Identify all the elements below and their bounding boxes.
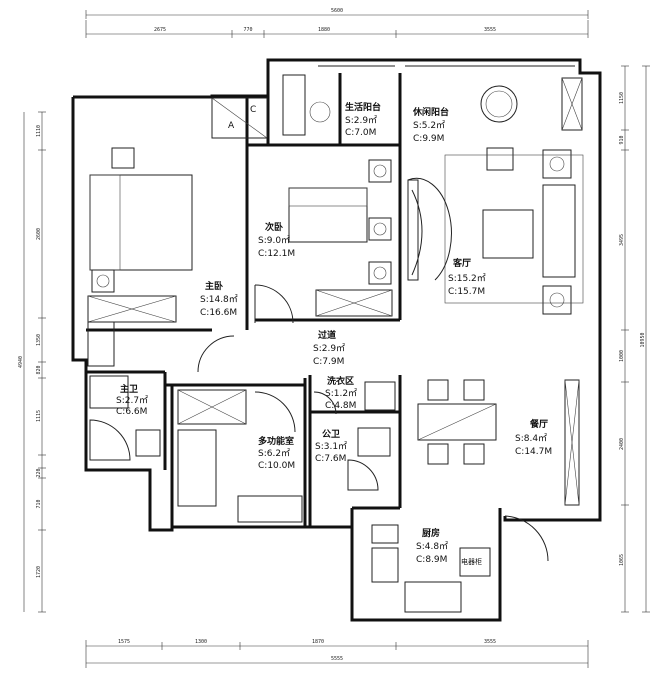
dining-name: 餐厅 bbox=[529, 418, 548, 430]
dim-right-3: 3495 bbox=[619, 234, 625, 246]
second-bedroom-name: 次卧 bbox=[265, 221, 283, 233]
study-name: 多功能室 bbox=[258, 435, 294, 447]
living-balcony-perimeter: C:7.0M bbox=[345, 128, 376, 138]
main-bath-name: 主卫 bbox=[120, 383, 138, 395]
kitchen-cabinet-label: 电器柜 bbox=[461, 557, 482, 566]
armchair bbox=[486, 147, 514, 171]
study-perimeter: C:10.0M bbox=[258, 461, 295, 471]
master-bedroom-perimeter: C:16.6M bbox=[200, 308, 237, 318]
dining-table bbox=[417, 403, 497, 441]
dim-bottom-1: 1575 bbox=[118, 639, 130, 645]
dim-right-1: 1150 bbox=[619, 92, 625, 104]
dim-left-3: 1350 bbox=[36, 334, 42, 346]
dim-bottom-total: 5555 bbox=[331, 656, 343, 662]
laundry-name: 洗衣区 bbox=[327, 375, 354, 387]
dim-left-7: 710 bbox=[36, 499, 42, 508]
shaft-c-label: C bbox=[250, 105, 256, 115]
leisure-balcony-name: 休闲阳台 bbox=[412, 106, 449, 118]
dim-left-total: 4940 bbox=[18, 356, 24, 368]
dim-top-2: 770 bbox=[243, 27, 252, 33]
public-bath-name: 公卫 bbox=[322, 429, 340, 440]
windows bbox=[211, 65, 583, 506]
study-desk bbox=[237, 495, 303, 523]
living-balcony-area: S:2.9㎡ bbox=[345, 115, 377, 126]
round-table bbox=[480, 85, 518, 123]
second-bedroom-area: S:9.0㎡ bbox=[258, 235, 290, 246]
leisure-balcony-area: S:5.2㎡ bbox=[413, 120, 445, 131]
master-nightstand-top bbox=[111, 147, 135, 169]
dim-left-8: 1720 bbox=[36, 566, 42, 578]
dim-top-total: 5600 bbox=[331, 8, 343, 14]
dim-bottom-3: 1870 bbox=[312, 639, 324, 645]
doors bbox=[197, 177, 549, 562]
living-room-perimeter: C:15.7M bbox=[448, 287, 485, 297]
master-bedroom-area: S:14.8㎡ bbox=[200, 294, 238, 305]
dim-right-total: 10950 bbox=[640, 332, 646, 347]
dim-right-6: 1065 bbox=[619, 554, 625, 566]
main-bath-area: S:2.7㎡ bbox=[116, 395, 148, 406]
dim-bottom-2: 1300 bbox=[195, 639, 207, 645]
sofa bbox=[542, 184, 576, 278]
kitchen-area: S:4.8㎡ bbox=[416, 541, 448, 552]
main-bath-vanity bbox=[89, 375, 129, 409]
master-bedroom-name: 主卧 bbox=[205, 280, 223, 292]
kitchen-perimeter: C:8.9M bbox=[416, 555, 447, 565]
dim-left-5: 1115 bbox=[36, 410, 42, 422]
dim-right-5: 2400 bbox=[619, 438, 625, 450]
room-labels: 主卧 S:14.8㎡ C:16.6M 次卧 S:9.0㎡ C:12.1M 生活阳… bbox=[116, 101, 552, 566]
second-bed bbox=[288, 187, 368, 243]
study-shelf bbox=[177, 389, 247, 425]
shaft-a-label: A bbox=[228, 121, 235, 131]
corridor-area: S:2.9㎡ bbox=[313, 343, 345, 354]
second-bedroom-perimeter: C:12.1M bbox=[258, 249, 295, 259]
master-bed bbox=[89, 174, 193, 271]
living-balcony-name: 生活阳台 bbox=[345, 101, 381, 113]
study-area: S:6.2㎡ bbox=[258, 448, 290, 459]
laundry-machine bbox=[364, 381, 396, 411]
tv-cabinet bbox=[411, 189, 423, 276]
kitchen-name: 厨房 bbox=[422, 527, 440, 539]
master-cabinet bbox=[87, 321, 115, 367]
public-bath-perimeter: C:7.6M bbox=[315, 454, 346, 464]
second-wardrobe bbox=[315, 289, 393, 317]
dimension-lines bbox=[23, 10, 650, 668]
study-sofa bbox=[177, 429, 217, 507]
dimension-labels: 2675 770 1880 3555 5600 1575 1300 1870 3… bbox=[18, 8, 646, 662]
dining-area: S:8.4㎡ bbox=[515, 433, 547, 444]
corridor-name: 过道 bbox=[318, 329, 336, 341]
public-bath-area: S:3.1㎡ bbox=[315, 441, 347, 452]
corridor-perimeter: C:7.9M bbox=[313, 357, 344, 367]
master-lamp-table bbox=[91, 269, 115, 293]
dim-top-4: 3555 bbox=[484, 27, 496, 33]
dim-top-3: 1880 bbox=[318, 27, 330, 33]
dim-bottom-4: 3555 bbox=[484, 639, 496, 645]
laundry-area: S:1.2㎡ bbox=[325, 388, 357, 399]
leisure-balcony-perimeter: C:9.9M bbox=[413, 134, 444, 144]
dining-perimeter: C:14.7M bbox=[515, 447, 552, 457]
master-wardrobe bbox=[87, 295, 177, 323]
dim-right-2: 910 bbox=[619, 135, 625, 144]
dim-left-4: 820 bbox=[36, 365, 42, 374]
dim-left-1: 1110 bbox=[36, 125, 42, 137]
coffee-table bbox=[482, 209, 534, 259]
dim-left-2: 2600 bbox=[36, 228, 42, 240]
dim-right-4: 1000 bbox=[619, 350, 625, 362]
dim-top-1: 2675 bbox=[154, 27, 166, 33]
dim-left-6: 220 bbox=[36, 468, 42, 477]
main-bath-perimeter: C:6.6M bbox=[116, 407, 147, 417]
shower bbox=[89, 419, 131, 461]
washer bbox=[282, 74, 306, 136]
living-room-area: S:15.2㎡ bbox=[448, 273, 486, 284]
furniture bbox=[87, 74, 584, 613]
living-room-name: 客厅 bbox=[452, 257, 471, 269]
laundry-perimeter: C:4.8M bbox=[325, 401, 356, 411]
stove bbox=[404, 581, 462, 613]
walls bbox=[71, 58, 602, 622]
